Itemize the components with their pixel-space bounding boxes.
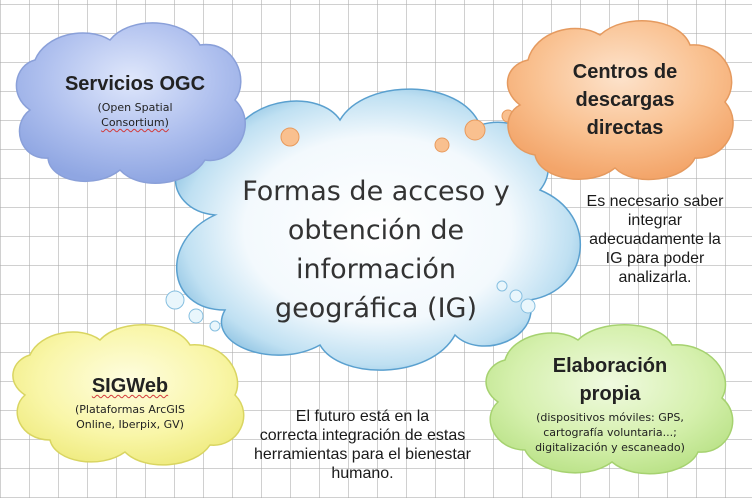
descargas-title-line: descargas: [575, 89, 675, 111]
bubble: [496, 280, 508, 292]
elaboracion-sub-line: cartografía voluntaria...;: [543, 426, 677, 439]
note-right-line: integrar: [627, 212, 683, 229]
sigweb-sub-line: Online, Iberpix, GV): [76, 418, 184, 431]
bubble: [165, 290, 185, 310]
sigweb-cloud: [12, 324, 245, 466]
bubble: [280, 127, 300, 147]
ogc-sub-line: Consortium): [40, 115, 230, 130]
descargas-title-line: directas: [586, 117, 664, 139]
bubble: [434, 137, 450, 153]
sigweb-title: SIGWeb: [30, 372, 230, 400]
bubble: [520, 298, 536, 314]
ogc-sub-line: (Open Spatial: [97, 101, 173, 114]
elaboracion-label: Elaboración propia (dispositivos móviles…: [495, 352, 725, 455]
descargas-title-line: Centros de: [572, 61, 678, 83]
note-right-line: IG para poder: [605, 250, 705, 267]
sigweb-sub-line: (Plataformas ArcGIS: [75, 403, 185, 416]
note-bottom-line: humano.: [331, 465, 394, 482]
elaboracion-title-line: Elaboración: [552, 355, 668, 377]
bubble: [464, 119, 486, 141]
bubble: [509, 289, 523, 303]
note-bottom-line: El futuro está en la: [295, 408, 430, 425]
central-title-line: geográfica (IG): [275, 293, 477, 324]
elaboracion-title-line: propia: [579, 383, 641, 405]
central-title-line: información: [295, 254, 457, 285]
note-bottom-line: herramientas para el bienestar: [253, 446, 471, 463]
ogc-cloud: [15, 22, 246, 184]
sigweb-title-text: SIGWeb: [91, 375, 169, 397]
note-right-line: analizarla.: [618, 269, 692, 286]
bubble: [209, 320, 221, 332]
central-title-line: Formas de acceso y: [242, 176, 510, 207]
ogc-label: Servicios OGC (Open Spatial Consortium): [40, 70, 230, 130]
sigweb-label: SIGWeb (Plataformas ArcGIS Online, Iberp…: [30, 372, 230, 432]
ogc-title: Servicios OGC: [64, 73, 206, 95]
note-right: Es necesario saber integrar adecuadament…: [560, 192, 750, 287]
descargas-label: Centros de descargas directas: [525, 58, 725, 142]
elaboracion-sub-line: (dispositivos móviles: GPS,: [536, 411, 684, 424]
bubble: [188, 308, 204, 324]
elaboracion-sub-line: digitalización y escaneado): [535, 441, 685, 454]
note-right-line: Es necesario saber: [586, 193, 724, 210]
central-title: Formas de acceso y obtención de informac…: [216, 172, 536, 328]
note-bottom: El futuro está en la correcta integració…: [220, 407, 505, 483]
elaboracion-cloud: [485, 324, 734, 475]
note-right-line: adecuadamente la: [589, 231, 721, 248]
ogc-sub-text: Consortium): [101, 116, 169, 129]
note-bottom-line: correcta integración de estas: [259, 427, 466, 444]
descargas-cloud: [506, 20, 734, 181]
central-title-line: obtención de: [287, 215, 465, 246]
